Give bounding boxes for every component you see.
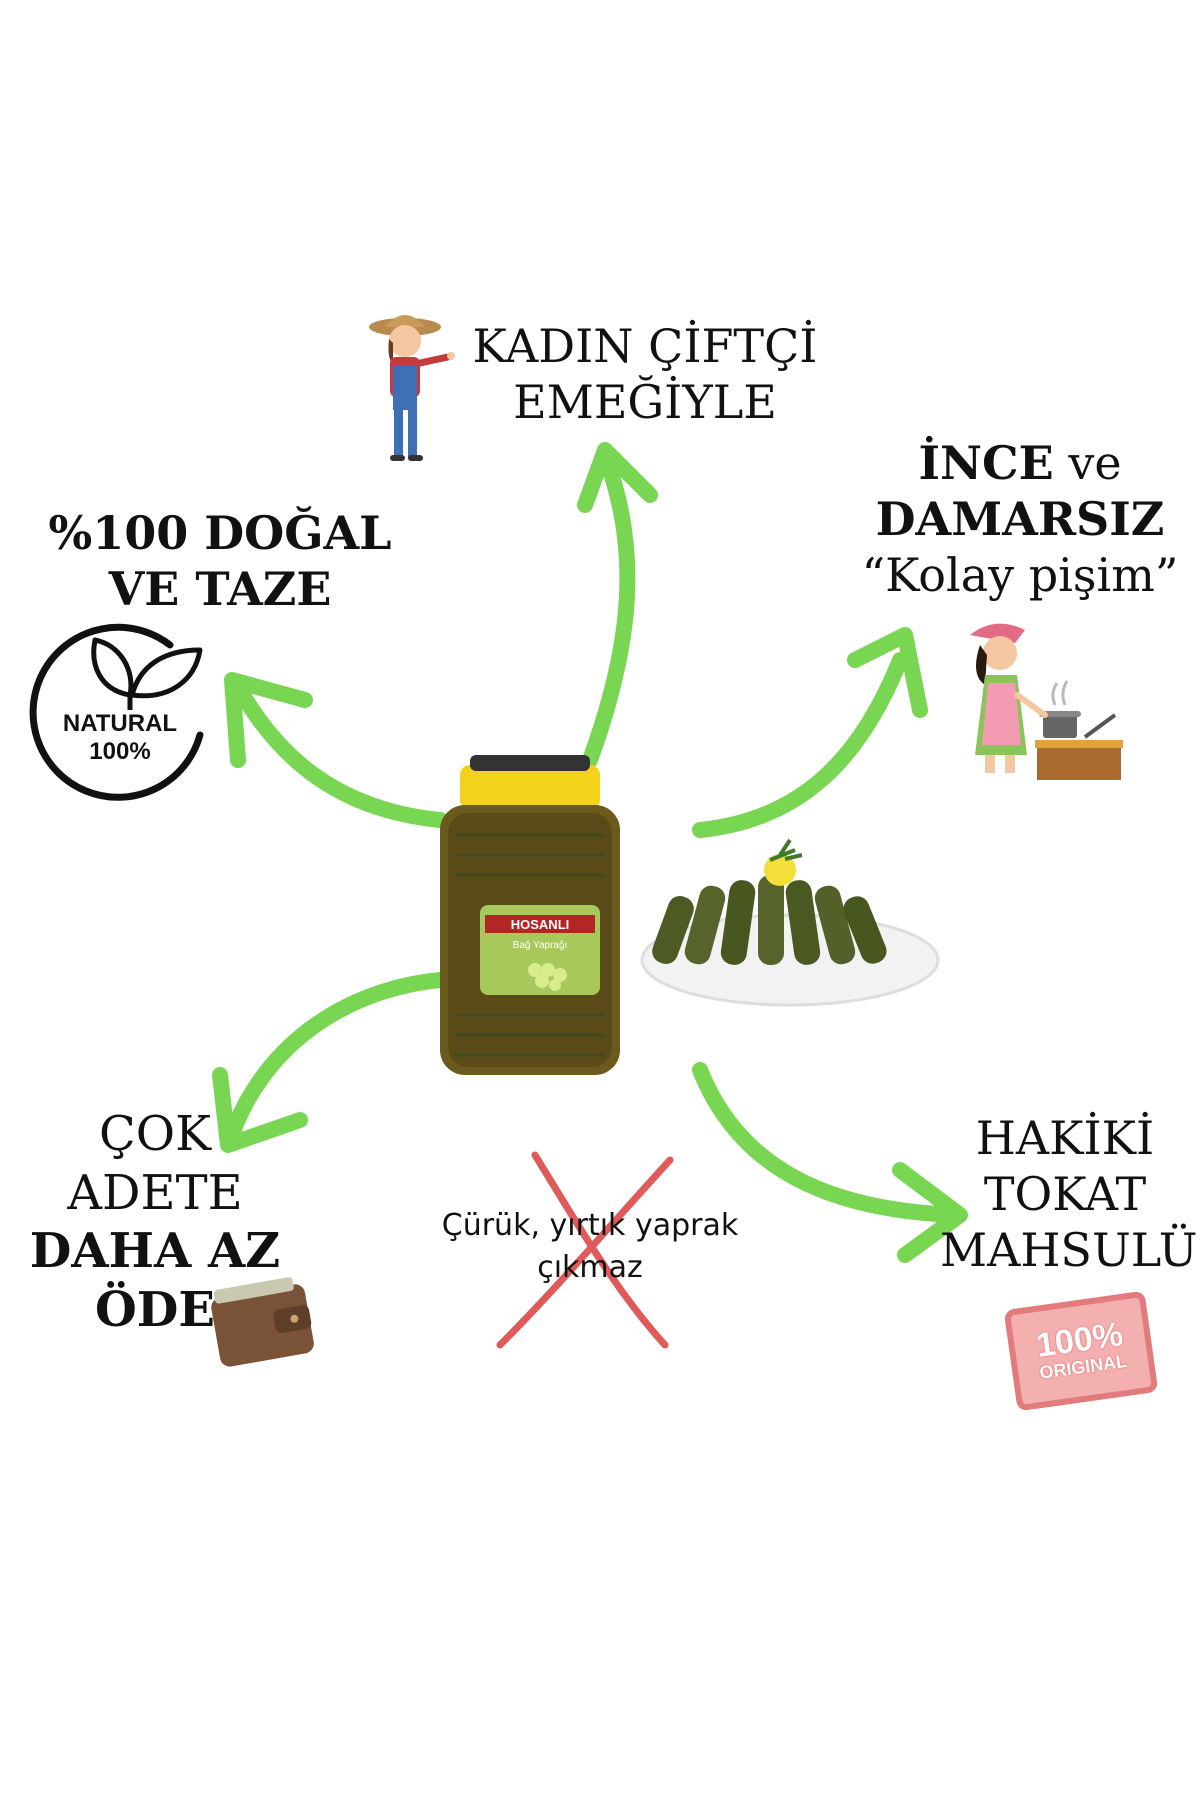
feature-quality-line1: Çürük, yırtık yaprak (441, 1208, 739, 1243)
natural-badge (29, 623, 204, 801)
feature-price-line3: DAHA AZ (29, 1223, 281, 1280)
feature-thin-line1: İNCE ve (850, 435, 1190, 491)
arrow-up-head (577, 442, 658, 513)
arrow-up (582, 462, 636, 768)
feature-thin-line1-rest: ve (1053, 436, 1122, 490)
cross-icon (496, 1151, 674, 1349)
original-stamp-icon: 100% ORIGINAL (1003, 1290, 1159, 1412)
arrow-left-up (232, 682, 448, 828)
leaf-icon (91, 637, 203, 710)
wallet-icon (211, 1277, 314, 1367)
feature-natural-line1: %100 DOĞAL (48, 506, 392, 560)
feature-quality-line2: çıkmaz (537, 1250, 643, 1285)
product-brand: HOSANLI (511, 917, 570, 932)
feature-origin-line2: TOKAT (983, 1167, 1147, 1222)
feature-price-line4: ÖDE (94, 1281, 216, 1338)
arrow-left-down (222, 972, 448, 1148)
feature-farmer-line2: EMEĞİYLE (513, 375, 777, 430)
arrow-left-up-head (224, 672, 313, 768)
natural-badge-line1: NATURAL (62, 710, 178, 737)
arrow-left-down-head (212, 1067, 308, 1153)
feature-thin: İNCE ve DAMARSIZ “Kolay pişim” (850, 435, 1190, 603)
arrow-right-up (692, 652, 908, 838)
feature-origin: HAKİKİ TOKAT MAHSULÜ (940, 1110, 1198, 1278)
natural-badge-line2: 100% (89, 737, 151, 765)
farmer-woman-icon (369, 315, 455, 461)
feature-natural-line2: VE TAZE (108, 562, 332, 617)
feature-farmer-line1: KADIN ÇİFTÇİ (472, 319, 818, 373)
feature-natural: %100 DOĞAL VE TAZE (40, 505, 400, 617)
natural-badge-text: NATURAL 100% (45, 710, 195, 765)
feature-price-line1: ÇOK (99, 1106, 211, 1162)
feature-thin-line3: “Kolay pişim” (861, 548, 1179, 603)
sarma-plate (640, 838, 940, 1007)
feature-origin-line1: HAKİKİ (975, 1111, 1155, 1165)
feature-origin-line3: MAHSULÜ (940, 1223, 1198, 1278)
feature-thin-line2: DAMARSIZ (875, 492, 1165, 547)
feature-price-line2: ADETE (67, 1164, 243, 1221)
cooking-woman-icon (970, 623, 1123, 780)
product-name: Bağ Yaprağı (513, 940, 568, 951)
arrow-right-up-head (847, 627, 928, 718)
product-image: HOSANLI Bağ Yaprağı (440, 755, 940, 1075)
product-jar: HOSANLI Bağ Yaprağı (440, 755, 620, 1075)
feature-quality: Çürük, yırtık yaprak çıkmaz (410, 1205, 770, 1289)
arrow-right-down-head (892, 1162, 968, 1263)
arrow-right-down (692, 1062, 963, 1223)
feature-farmer: KADIN ÇİFTÇİ EMEĞİYLE (450, 318, 840, 430)
feature-thin-line1-bold: İNCE (918, 436, 1054, 490)
feature-price: ÇOK ADETE DAHA AZ ÖDE (10, 1105, 300, 1339)
